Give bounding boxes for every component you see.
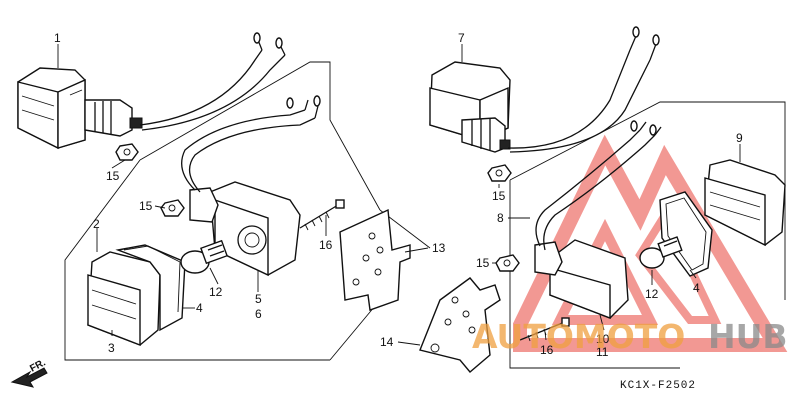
- callout-6: 6: [255, 307, 262, 321]
- callout-16-a: 16: [319, 238, 333, 252]
- bracket-13: [339, 208, 411, 311]
- callout-12-b: 12: [645, 287, 659, 301]
- bracket-14: [419, 277, 501, 373]
- watermark-brand: AUTOMOTO HUB: [472, 317, 788, 356]
- nut-15-right: [495, 254, 520, 272]
- callout-15-d: 15: [476, 256, 490, 270]
- leader-lines: [57, 44, 741, 346]
- callout-13: 13: [432, 241, 446, 255]
- callout-16-b: 16: [540, 343, 554, 357]
- rear-winker-body-right: [534, 120, 662, 320]
- left-assembly-frame: [64, 61, 431, 361]
- screw-16-left: [299, 199, 345, 231]
- watermark-text-part2: HUB: [708, 317, 788, 356]
- front-winker-left: [17, 32, 286, 161]
- bulb-left: [180, 239, 228, 274]
- callout-15-a: 15: [106, 169, 120, 183]
- callout-12-a: 12: [209, 285, 223, 299]
- callout-2: 2: [93, 217, 100, 231]
- watermark-text-part1: AUTOMOTO: [472, 317, 685, 356]
- rear-lens-left: [87, 244, 186, 347]
- front-winker-right: [429, 26, 660, 182]
- callout-4-b: 4: [693, 281, 700, 295]
- bulb-right: [639, 236, 683, 269]
- callout-8: 8: [497, 211, 504, 225]
- callout-11: 11: [596, 345, 609, 359]
- gasket-right: [659, 191, 713, 277]
- rear-lens-right: [704, 159, 786, 247]
- figure-code: KC1X-F2502: [620, 380, 696, 392]
- callout-numbers: 1 15 15 2 3 4 12 5 6 16 13 14 7 15 8 15 …: [54, 31, 743, 359]
- callout-15-b: 15: [139, 199, 153, 213]
- nut-15-left: [160, 199, 185, 217]
- rear-winker-body-left: [181, 95, 321, 277]
- callout-9: 9: [736, 131, 743, 145]
- callout-14: 14: [380, 335, 394, 349]
- callout-5: 5: [255, 292, 262, 306]
- callout-10: 10: [596, 332, 610, 346]
- callout-4-a: 4: [196, 301, 203, 315]
- callout-1: 1: [54, 31, 61, 45]
- right-assembly-frame: [509, 101, 786, 369]
- callout-7: 7: [458, 31, 465, 45]
- callout-3: 3: [108, 341, 115, 355]
- front-direction-arrow: FR.: [10, 357, 48, 388]
- callout-15-c: 15: [492, 189, 506, 203]
